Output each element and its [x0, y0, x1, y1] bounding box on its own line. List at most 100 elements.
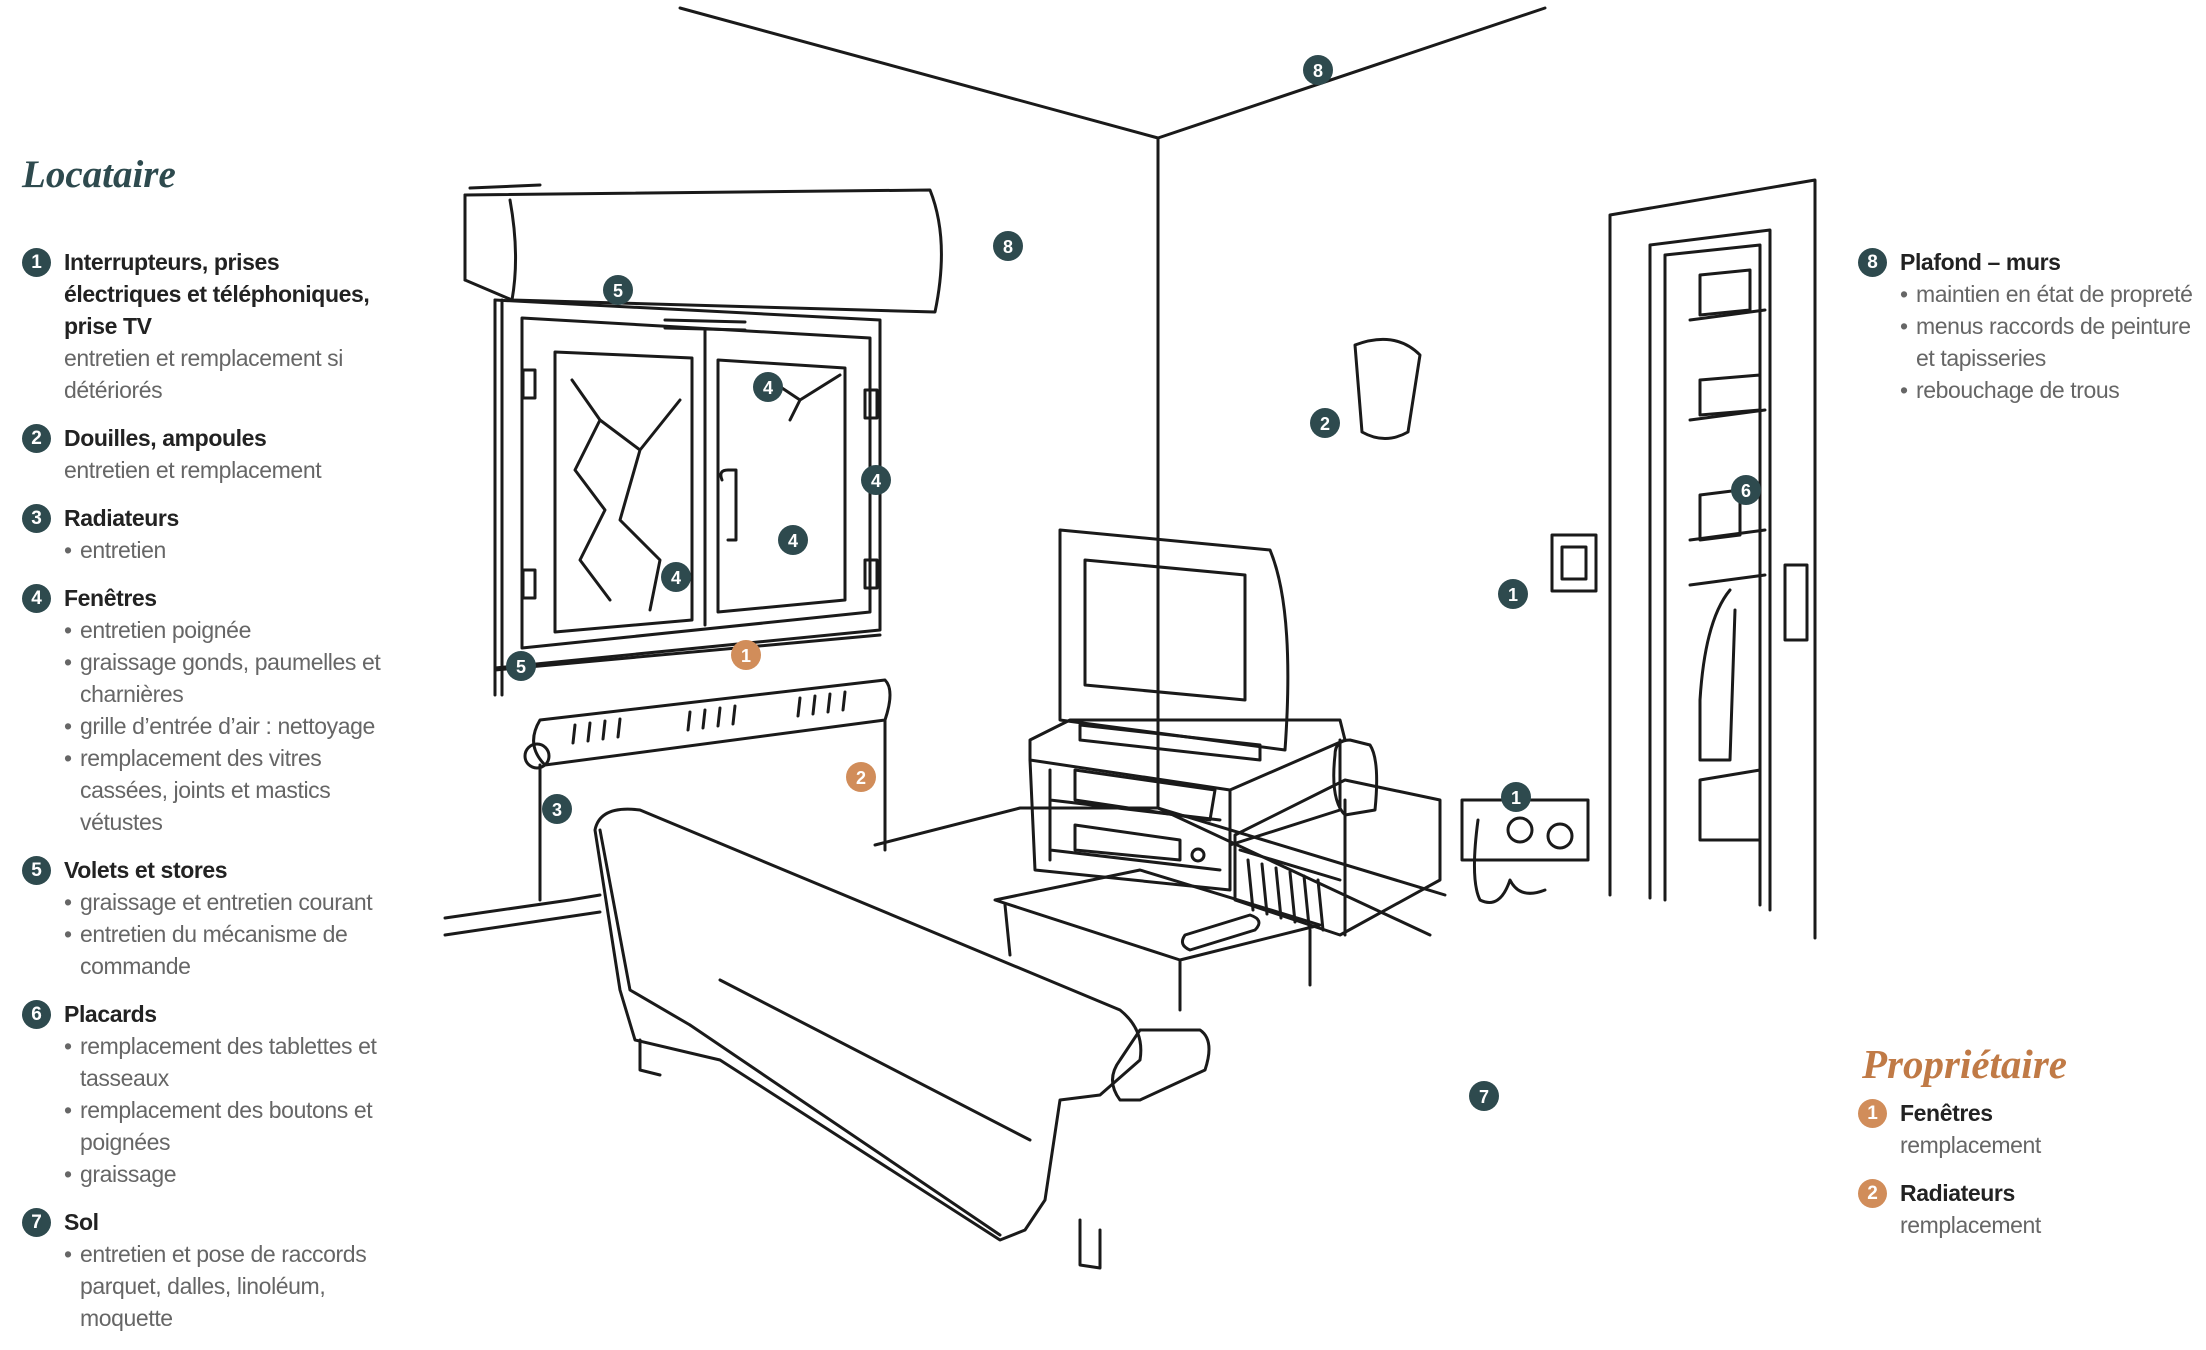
svg-text:6: 6 [1741, 481, 1751, 501]
svg-text:1: 1 [1511, 788, 1521, 808]
item-bullets: graissage et entretien courantentretien … [64, 886, 392, 982]
item-number-badge: 2 [22, 424, 51, 453]
bullet-item: rebouchage de trous [1900, 374, 2198, 406]
item-number-badge: 1 [22, 248, 51, 277]
marker-tenant-4: 4 [661, 562, 691, 592]
tenant-list-continued: 8 Plafond – murs maintien en état de propr… [1858, 246, 2198, 422]
marker-tenant-8: 8 [993, 231, 1023, 261]
item-description: remplacement [1900, 1132, 2041, 1158]
item-number-badge: 8 [1858, 248, 1887, 277]
bullet-item: grille d’entrée d’air : nettoyage [64, 710, 392, 742]
item-number-badge: 5 [22, 856, 51, 885]
item-title: Fenêtres [1900, 1100, 1993, 1126]
legend-item: 5 Volets et stores graissage et entretien … [22, 854, 392, 982]
living-room-illustration: 8 8 5 4 4 4 4 5 1 2 3 2 1 1 6 7 [443, 6, 1817, 1270]
item-number-badge: 1 [1858, 1099, 1887, 1128]
bullet-item: graissage [64, 1158, 392, 1190]
legend-item: 1 Interrupteurs, prises électriques et té… [22, 246, 392, 406]
svg-text:4: 4 [788, 531, 798, 551]
owner-heading: Propriétaire [1862, 1041, 2067, 1087]
bullet-item: entretien poignée [64, 614, 392, 646]
bullet-item: graissage gonds, paumelles et charnières [64, 646, 392, 710]
marker-owner-2: 2 [846, 762, 876, 792]
marker-owner-1: 1 [731, 640, 761, 670]
item-title: Placards [64, 1001, 157, 1027]
legend-item: 1 Fenêtres remplacement [1858, 1097, 2188, 1161]
marker-tenant-4: 4 [861, 465, 891, 495]
marker-tenant-6: 6 [1731, 475, 1761, 505]
bullet-item: menus raccords de peinture et tapisserie… [1900, 310, 2198, 374]
wall-sockets [1460, 798, 1590, 904]
item-number-badge: 3 [22, 504, 51, 533]
marker-tenant-4: 4 [753, 372, 783, 402]
item-description: entretien et remplacement [64, 457, 322, 483]
svg-text:2: 2 [1320, 414, 1330, 434]
svg-text:4: 4 [871, 471, 881, 491]
item-title: Sol [64, 1209, 99, 1235]
marker-tenant-2: 2 [1310, 408, 1340, 438]
marker-tenant-5: 5 [506, 651, 536, 681]
item-title: Interrupteurs, prises électriques et tél… [64, 249, 370, 339]
marker-tenant-8: 8 [1303, 55, 1333, 85]
item-description: entretien et remplacement si détériorés [64, 345, 343, 403]
svg-text:4: 4 [763, 378, 773, 398]
marker-tenant-1: 1 [1501, 782, 1531, 812]
svg-text:5: 5 [516, 657, 526, 677]
tenant-heading: Locataire [22, 153, 176, 196]
legend-item: 8 Plafond – murs maintien en état de propr… [1858, 246, 2198, 406]
item-number-badge: 7 [22, 1208, 51, 1237]
item-title: Plafond – murs [1900, 249, 2061, 275]
svg-text:1: 1 [741, 646, 751, 666]
marker-tenant-3: 3 [542, 794, 572, 824]
bullet-item: entretien du mécanisme de commande [64, 918, 392, 982]
bullet-item: graissage et entretien courant [64, 886, 392, 918]
item-bullets: maintien en état de propretémenus raccor… [1900, 278, 2198, 406]
svg-text:1: 1 [1508, 585, 1518, 605]
light-switch [1550, 533, 1598, 593]
legend-item: 4Fenêtresentretien poignéegraissage gond… [22, 582, 392, 838]
item-bullets: remplacement des tablettes et tasseauxre… [64, 1030, 392, 1190]
markers: 8 8 5 4 4 4 4 5 1 2 3 2 1 1 6 7 [506, 55, 1761, 1111]
svg-text:5: 5 [613, 281, 623, 301]
marker-tenant-7: 7 [1469, 1081, 1499, 1111]
tenant-list: 1 Interrupteurs, prises électriques et té… [22, 246, 392, 1350]
legend-item: 7 Sol entretien et pose de raccords parque… [22, 1206, 392, 1334]
bullet-item: remplacement des boutons et poignées [64, 1094, 392, 1158]
window [493, 298, 882, 697]
svg-text:7: 7 [1479, 1087, 1489, 1107]
item-bullets: entretien et pose de raccords parquet, d… [64, 1238, 392, 1334]
item-bullets: entretien [64, 534, 392, 566]
radiator [523, 678, 892, 902]
wall-lamp [1353, 337, 1422, 440]
svg-text:2: 2 [856, 768, 866, 788]
television [1058, 528, 1290, 762]
coffee-table [993, 868, 1322, 1012]
item-title: Volets et stores [64, 857, 228, 883]
svg-text:8: 8 [1313, 61, 1323, 81]
sofa [593, 807, 1211, 1270]
bullet-item: remplacement des vitres cassées, joints … [64, 742, 392, 838]
bullet-item: remplacement des tablettes et tasseaux [64, 1030, 392, 1094]
room-walls [443, 6, 1547, 937]
bullet-item: entretien et pose de raccords parquet, d… [64, 1238, 392, 1334]
marker-tenant-1: 1 [1498, 579, 1528, 609]
item-bullets: entretien poignéegraissage gonds, paumel… [64, 614, 392, 838]
shutter-box [463, 183, 943, 332]
svg-text:3: 3 [552, 800, 562, 820]
item-description: remplacement [1900, 1212, 2041, 1238]
item-number-badge: 4 [22, 584, 51, 613]
svg-text:8: 8 [1003, 237, 1013, 257]
item-title: Radiateurs [1900, 1180, 2015, 1206]
bullet-item: entretien [64, 534, 392, 566]
legend-item: 3 Radiateurs entretien [22, 502, 392, 566]
bullet-item: maintien en état de propreté [1900, 278, 2198, 310]
closet [1608, 178, 1817, 940]
item-title: Radiateurs [64, 505, 179, 531]
svg-text:4: 4 [671, 568, 681, 588]
phone-cabinet [1233, 738, 1442, 937]
legend-item: 6Placardsremplacement des tablettes et t… [22, 998, 392, 1190]
marker-tenant-4: 4 [778, 525, 808, 555]
